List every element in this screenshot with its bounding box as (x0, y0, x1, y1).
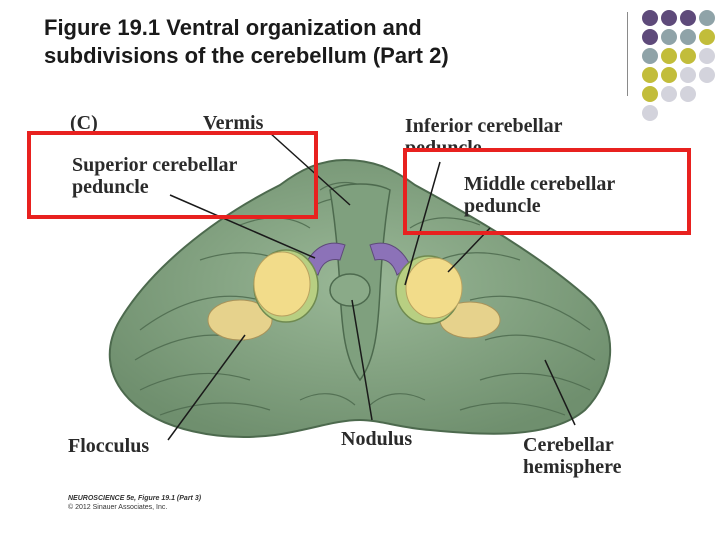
label-middle-cerebellar-peduncle-line-1: Middle cerebellar (464, 173, 616, 195)
highlight-box-middle-peduncle (403, 148, 691, 235)
dot (661, 48, 677, 64)
dot (699, 48, 715, 64)
label-vermis: Vermis (203, 112, 264, 134)
dot (680, 48, 696, 64)
label-inferior-cerebellar-peduncle: Inferior cerebellar peduncle (405, 115, 563, 149)
dot (680, 29, 696, 45)
leader-superior-peduncle (169, 194, 316, 259)
leader-cerebellar-hemisphere (544, 359, 576, 426)
dot (642, 86, 658, 102)
slide-title-line-2: subdivisions of the cerebellum (Part 2) (44, 43, 449, 68)
dot (661, 10, 677, 26)
label-inferior-cerebellar-peduncle-line-2: peduncle (405, 137, 482, 149)
dot (699, 67, 715, 83)
leader-vermis (269, 132, 351, 206)
leader-inferior-peduncle (404, 161, 441, 286)
label-inferior-cerebellar-peduncle-line-1: Inferior cerebellar (405, 115, 563, 137)
peduncle-cut-right-yellow (405, 257, 463, 319)
flocculus-left (207, 299, 273, 341)
dot (661, 29, 677, 45)
figure-credit: NEUROSCIENCE 5e, Figure 19.1 (Part 3) © … (68, 494, 201, 512)
dot (661, 67, 677, 83)
leader-flocculus (167, 334, 246, 441)
label-cerebellar-hemisphere-line-2: hemisphere (523, 456, 622, 478)
label-cerebellar-hemisphere-line-1: Cerebellar (523, 434, 614, 456)
label-superior-cerebellar-peduncle-line-1: Superior cerebellar (72, 154, 238, 176)
label-superior-cerebellar-peduncle-line-2: peduncle (72, 176, 149, 198)
title-divider (627, 12, 628, 96)
label-middle-cerebellar-peduncle: Middle cerebellar peduncle (464, 173, 615, 217)
dot (642, 67, 658, 83)
label-middle-cerebellar-peduncle-line-2: peduncle (464, 195, 541, 217)
dot (642, 105, 658, 121)
slide-title: Figure 19.1 Ventral organization and sub… (44, 14, 604, 70)
label-superior-cerebellar-peduncle: Superior cerebellar peduncle (72, 154, 237, 198)
leader-nodulus (351, 299, 373, 421)
credit-line-2: © 2012 Sinauer Associates, Inc. (68, 504, 168, 511)
credit-line-1: NEUROSCIENCE 5e, Figure 19.1 (Part 3) (68, 495, 202, 502)
panel-label: (C) (70, 112, 98, 134)
highlight-box-superior-peduncle (27, 131, 318, 219)
peduncle-cut-left-yellow (253, 251, 311, 317)
dot (661, 86, 677, 102)
label-cerebellar-hemisphere: Cerebellar hemisphere (523, 434, 622, 478)
superior-peduncle-right (369, 242, 411, 276)
dot (680, 67, 696, 83)
label-nodulus: Nodulus (341, 428, 413, 450)
dot (642, 48, 658, 64)
label-flocculus: Flocculus (68, 435, 150, 457)
dot (642, 10, 658, 26)
dot (680, 10, 696, 26)
leader-middle-peduncle (447, 227, 491, 273)
folia-lines (134, 181, 596, 416)
leader-lines (167, 132, 576, 441)
dot (699, 10, 715, 26)
dot (699, 29, 715, 45)
nodulus-shape (329, 273, 371, 307)
superior-peduncle-left (304, 242, 346, 276)
dot (642, 29, 658, 45)
slide-title-line-1: Figure 19.1 Ventral organization and (44, 15, 422, 40)
dot (680, 86, 696, 102)
